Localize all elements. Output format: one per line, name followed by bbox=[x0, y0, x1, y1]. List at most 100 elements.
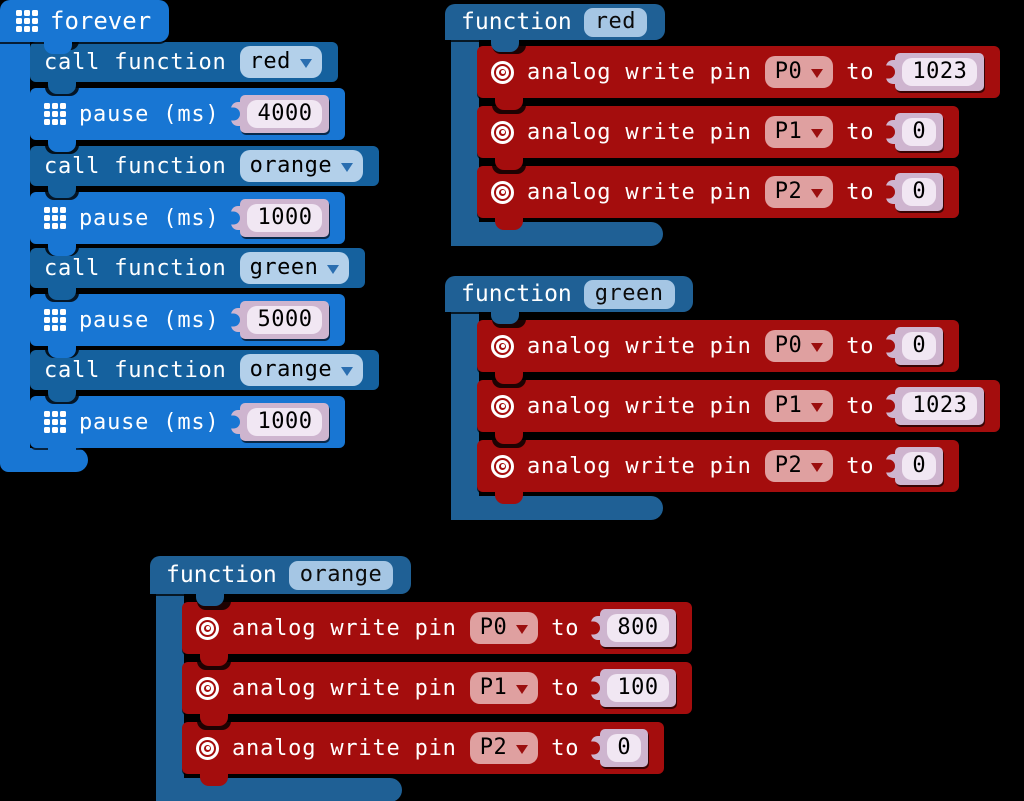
pin-dropdown[interactable]: P0 bbox=[469, 612, 539, 644]
function-dropdown-value: orange bbox=[249, 153, 333, 178]
analog-value-input[interactable]: 100 bbox=[600, 669, 676, 707]
call-function-block[interactable]: call function orange bbox=[30, 145, 380, 198]
pause-block[interactable]: pause (ms) 5000 bbox=[30, 293, 346, 358]
function-dropdown[interactable]: green bbox=[239, 252, 350, 284]
bullseye-icon bbox=[491, 60, 514, 84]
forever-block-header[interactable]: forever bbox=[0, 0, 170, 54]
function-name-pill: orange bbox=[288, 560, 394, 590]
chevron-down-icon bbox=[516, 744, 529, 754]
analog-write-label: analog write pin bbox=[527, 393, 752, 419]
call-function-block[interactable]: call function red bbox=[30, 41, 338, 94]
call-function-block[interactable]: call function green bbox=[30, 247, 366, 300]
function-bottom-arm bbox=[451, 222, 663, 246]
analog-write-block[interactable]: analog write pin P1 to 0 bbox=[477, 105, 960, 170]
analog-write-label: analog write pin bbox=[527, 453, 752, 479]
pin-dropdown[interactable]: P0 bbox=[764, 330, 834, 362]
function-bottom-arm bbox=[156, 778, 402, 801]
forever-spine bbox=[0, 38, 30, 450]
analog-write-block[interactable]: analog write pin P2 to 0 bbox=[182, 721, 665, 786]
function-bottom-arm bbox=[451, 496, 663, 520]
function-dropdown[interactable]: orange bbox=[239, 354, 364, 386]
call-function-label: call function bbox=[44, 49, 227, 75]
analog-write-block[interactable]: analog write pin P0 to 800 bbox=[182, 601, 692, 666]
to-label: to bbox=[846, 119, 875, 145]
duration-input[interactable]: 1000 bbox=[240, 199, 330, 237]
function-dropdown[interactable]: orange bbox=[239, 150, 364, 182]
analog-write-label: analog write pin bbox=[232, 615, 457, 641]
analog-write-block[interactable]: analog write pin P1 to 1023 bbox=[477, 379, 1001, 444]
analog-write-block[interactable]: analog write pin P2 to 0 bbox=[477, 439, 960, 504]
call-function-block[interactable]: call function orange bbox=[30, 349, 380, 402]
chevron-down-icon bbox=[811, 462, 824, 472]
chevron-down-icon bbox=[516, 684, 529, 694]
duration-input[interactable]: 4000 bbox=[240, 95, 330, 133]
analog-value-input[interactable]: 1023 bbox=[895, 53, 985, 91]
pin-dropdown[interactable]: P2 bbox=[469, 732, 539, 764]
pin-dropdown-value: P0 bbox=[774, 333, 803, 358]
microbit-logo-icon bbox=[44, 103, 66, 125]
function-dropdown-value: red bbox=[249, 49, 291, 74]
to-label: to bbox=[846, 59, 875, 85]
chevron-down-icon bbox=[516, 624, 529, 634]
pause-block[interactable]: pause (ms) 4000 bbox=[30, 87, 346, 152]
analog-value-input[interactable]: 0 bbox=[895, 447, 944, 485]
analog-value: 800 bbox=[607, 614, 669, 642]
analog-value-input[interactable]: 800 bbox=[600, 609, 676, 647]
duration-input[interactable]: 1000 bbox=[240, 403, 330, 441]
call-function-label: call function bbox=[44, 357, 227, 383]
analog-value: 100 bbox=[607, 674, 669, 702]
analog-write-label: analog write pin bbox=[527, 119, 752, 145]
analog-value-input[interactable]: 0 bbox=[895, 113, 944, 151]
analog-value-input[interactable]: 1023 bbox=[895, 387, 985, 425]
pin-dropdown[interactable]: P1 bbox=[764, 390, 834, 422]
bullseye-icon bbox=[491, 394, 514, 418]
function-dropdown[interactable]: red bbox=[239, 46, 322, 78]
analog-write-block[interactable]: analog write pin P1 to 100 bbox=[182, 661, 692, 726]
analog-write-block[interactable]: analog write pin P0 to 0 bbox=[477, 319, 960, 384]
microbit-logo-icon bbox=[44, 411, 66, 433]
pin-dropdown[interactable]: P2 bbox=[764, 176, 834, 208]
function-spine bbox=[451, 308, 479, 520]
pin-dropdown-value: P0 bbox=[774, 59, 803, 84]
duration-input[interactable]: 5000 bbox=[240, 301, 330, 339]
duration-value: 5000 bbox=[247, 306, 323, 334]
function-red-header[interactable]: function red bbox=[445, 4, 666, 52]
function-spine bbox=[156, 590, 184, 801]
bullseye-icon bbox=[491, 454, 514, 478]
chevron-down-icon bbox=[811, 342, 824, 352]
function-orange-header[interactable]: function orange bbox=[150, 556, 412, 606]
chevron-down-icon bbox=[811, 68, 824, 78]
bullseye-icon bbox=[491, 334, 514, 358]
analog-write-block[interactable]: analog write pin P2 to 0 bbox=[477, 165, 960, 230]
analog-write-block[interactable]: analog write pin P0 to 1023 bbox=[477, 45, 1001, 110]
duration-value: 4000 bbox=[247, 100, 323, 128]
function-keyword: function bbox=[166, 562, 277, 588]
analog-write-label: analog write pin bbox=[527, 179, 752, 205]
analog-value-input[interactable]: 0 bbox=[895, 173, 944, 211]
pin-dropdown[interactable]: P0 bbox=[764, 56, 834, 88]
pin-dropdown-value: P1 bbox=[479, 675, 508, 700]
pin-dropdown[interactable]: P1 bbox=[764, 116, 834, 148]
pause-block[interactable]: pause (ms) 1000 bbox=[30, 191, 346, 256]
pause-label: pause (ms) bbox=[79, 101, 220, 127]
duration-value: 1000 bbox=[247, 408, 323, 436]
function-green-header[interactable]: function green bbox=[445, 276, 693, 324]
analog-value-input[interactable]: 0 bbox=[895, 327, 944, 365]
pin-dropdown[interactable]: P1 bbox=[469, 672, 539, 704]
pause-block[interactable]: pause (ms) 1000 bbox=[30, 395, 346, 460]
forever-label: forever bbox=[50, 7, 152, 35]
function-keyword: function bbox=[461, 281, 572, 307]
to-label: to bbox=[551, 675, 580, 701]
function-keyword: function bbox=[461, 9, 572, 35]
pause-label: pause (ms) bbox=[79, 205, 220, 231]
to-label: to bbox=[846, 333, 875, 359]
to-label: to bbox=[551, 615, 580, 641]
analog-value-input[interactable]: 0 bbox=[600, 729, 649, 767]
pin-dropdown-value: P2 bbox=[774, 179, 803, 204]
function-orange-block: function orange analog write pin P0 to 8… bbox=[150, 556, 710, 801]
chevron-down-icon bbox=[811, 188, 824, 198]
analog-value: 0 bbox=[607, 734, 642, 762]
microbit-logo-icon bbox=[16, 10, 38, 32]
pin-dropdown[interactable]: P2 bbox=[764, 450, 834, 482]
to-label: to bbox=[846, 179, 875, 205]
